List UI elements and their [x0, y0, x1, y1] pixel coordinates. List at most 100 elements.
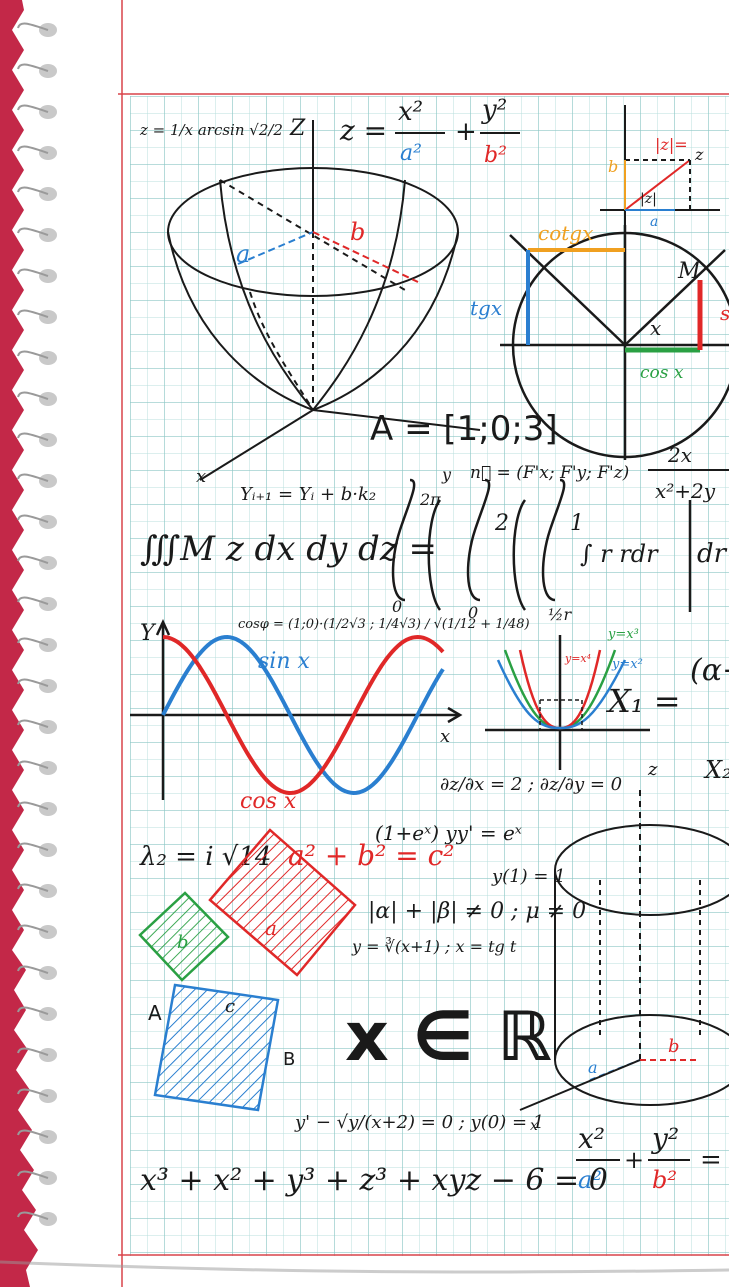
int-upper-2: 2 — [494, 511, 509, 536]
cuberoot-formula: y = ∛(x+1) ; x = tg t — [351, 937, 517, 956]
cyl-b-label: b — [668, 1036, 680, 1057]
z-label-small: z — [694, 145, 704, 164]
power-curves-graph — [485, 635, 650, 770]
eq-x2: x² — [398, 97, 423, 127]
spiral-ring — [17, 1047, 49, 1056]
z-axis-cyl: z — [647, 759, 658, 780]
square-c-label: c — [225, 996, 235, 1017]
spiral-ring — [17, 104, 49, 113]
eq-plus: + — [455, 117, 477, 147]
M-point-label: M — [677, 259, 701, 284]
spiral-ring — [17, 596, 49, 605]
polynomial-equation: x³ + x² + y³ + z³ + xyz − 6 = 0 — [140, 1163, 608, 1198]
pythagoras: a² + b² = c² — [288, 839, 455, 872]
spiral-ring — [17, 309, 49, 318]
y-label-int: y — [441, 465, 452, 484]
spiral-ring — [17, 227, 49, 236]
X1-label: X₁ = — [605, 682, 681, 720]
spiral-ring — [17, 1170, 49, 1179]
spiral-ring — [17, 760, 49, 769]
b-label-small: b — [608, 157, 618, 176]
x-axis-label-2: x — [440, 726, 450, 747]
spiral-ring — [17, 678, 49, 687]
spiral-holes — [17, 22, 57, 1226]
spiral-ring — [17, 63, 49, 72]
cyl-a-label: a — [588, 1058, 598, 1077]
set-A: A = [1;0;3] — [370, 409, 558, 449]
int-lower-0b: 0 — [468, 603, 478, 622]
frac-denominator: x²+2y — [655, 479, 716, 503]
normal-vector: n⃗ = (F'x; F'y; F'z) — [470, 463, 629, 483]
sin-cos-graph — [130, 619, 463, 800]
cotgx-label: cotgx — [538, 221, 593, 245]
a-label-small: a — [650, 214, 658, 230]
sin-edge-label: s — [720, 301, 729, 325]
ellipse-b2: b² — [652, 1166, 677, 1194]
spiral-ring — [17, 637, 49, 646]
eq-y2: y² — [481, 95, 507, 125]
ellipse-x2: x² — [578, 1122, 605, 1155]
sinx-label: sin x — [258, 649, 310, 674]
spiral-ring — [17, 22, 49, 31]
a-label-blue: a — [236, 240, 250, 268]
ode-1: (1+eˣ) yy' = eˣ — [375, 821, 522, 845]
pythagoras-squares — [138, 828, 357, 1112]
spiral-ring — [17, 719, 49, 728]
spiral-ring — [17, 1088, 49, 1097]
y-x3-label: y=x³ — [607, 627, 639, 642]
recurrence-formula: Yᵢ₊₁ = Yᵢ + b·k₂ — [240, 484, 376, 505]
int-lower-half: ½r — [548, 605, 573, 624]
modulus-sketch — [600, 105, 720, 225]
triple-integral: ∭M z dx dy dz = — [140, 529, 437, 569]
spiral-ring — [17, 924, 49, 933]
dr-label: dr — [697, 539, 728, 569]
paraboloid-drawing — [167, 120, 481, 481]
spiral-ring — [17, 555, 49, 564]
arcsin-formula: z = 1/x arcsin √2/2 — [139, 121, 283, 139]
z-axis-label: Z — [289, 116, 306, 141]
int-upper-1: 1 — [570, 511, 584, 536]
point-B: B — [283, 1049, 295, 1070]
y-x4-label: y=x⁴ — [564, 652, 591, 665]
ellipse-eq: = — [700, 1145, 722, 1175]
cosx-small-label: cos x — [640, 363, 684, 383]
partial-derivatives: ∂z/∂x = 2 ; ∂z/∂y = 0 — [440, 774, 622, 795]
spiral-ring — [17, 391, 49, 400]
eq-a2: a² — [400, 141, 422, 166]
Y-axis-label: Y — [140, 621, 157, 646]
cosx-label: cos x — [240, 789, 297, 814]
spiral-ring — [17, 268, 49, 277]
spiral-ring — [17, 883, 49, 892]
ode-2: y' − √y/(x+2) = 0 ; y(0) = 1 — [294, 1112, 544, 1133]
x-axis-label: x — [196, 466, 206, 487]
elliptic-cylinder — [519, 790, 729, 1111]
X2-label: X₂ — [703, 756, 729, 784]
alpha-paren: (α+ — [690, 653, 729, 688]
ellipse-y2: y² — [650, 1122, 679, 1155]
spiral-ring — [17, 965, 49, 974]
spiral-ring — [17, 1211, 49, 1220]
frac-numerator: 2x — [667, 443, 692, 467]
initial-condition: y(1) = 1 — [491, 866, 566, 887]
spiral-ring — [17, 350, 49, 359]
spiral-ring — [17, 1129, 49, 1138]
int-lower-0a: 0 — [392, 597, 402, 616]
spiral-ring — [17, 514, 49, 523]
spiral-ring — [17, 145, 49, 154]
eq-b2: b² — [484, 143, 507, 168]
paraboloid-eq-lhs: z = — [339, 114, 387, 147]
spiral-ring — [17, 842, 49, 851]
square-b-label: b — [177, 932, 189, 953]
abs-condition: |α| + |β| ≠ 0 ; μ ≠ 0 — [368, 899, 586, 924]
square-a-label: a — [265, 916, 277, 940]
tgx-label: tgx — [470, 296, 502, 320]
unit-circle — [500, 225, 729, 460]
ellipse-plus: + — [624, 1146, 644, 1174]
b-label-red: b — [350, 218, 365, 246]
spiral-ring — [17, 1006, 49, 1015]
modz-small: |z| — [640, 191, 657, 207]
spiral-ring — [17, 432, 49, 441]
spiral-ring — [17, 473, 49, 482]
